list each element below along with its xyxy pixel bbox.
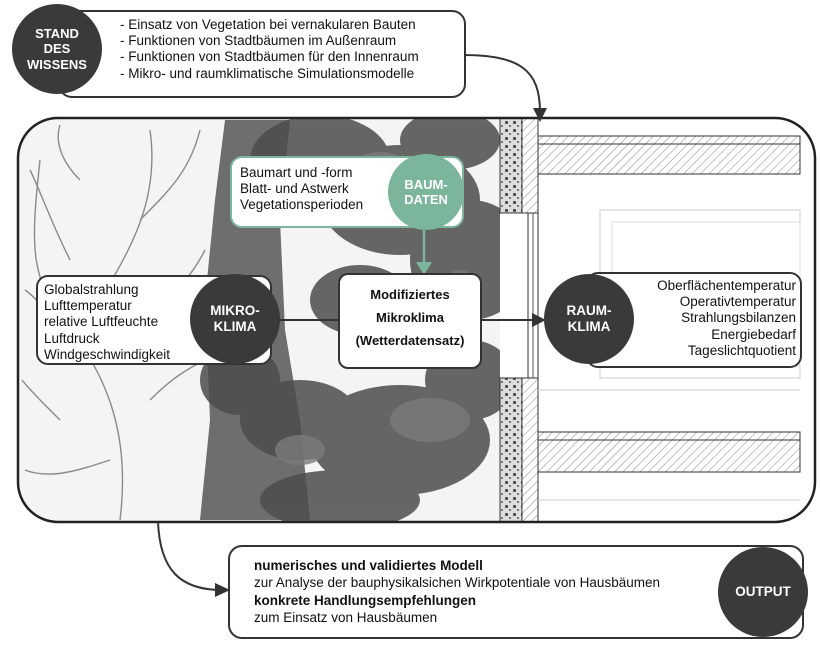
baumdaten-item: Baumart und -form bbox=[240, 165, 353, 180]
stand-item: - Funktionen von Stadtbäumen für den Inn… bbox=[120, 49, 419, 65]
mikroklima-item: Luftdruck bbox=[44, 330, 100, 346]
stand-item: - Funktionen von Stadtbäumen im Außenrau… bbox=[120, 33, 397, 49]
baumdaten-circle: BAUM- DATEN bbox=[388, 154, 464, 230]
panel-to-output-line bbox=[157, 521, 223, 591]
raumklima-item: Operativtemperatur bbox=[679, 294, 796, 310]
panel-frame bbox=[16, 116, 817, 524]
stand-arrow-line bbox=[461, 54, 541, 113]
connectors bbox=[157, 54, 541, 591]
output-line-4: zum Einsatz von Hausbäumen bbox=[254, 609, 438, 625]
mikroklima-item: relative Luftfeuchte bbox=[44, 314, 159, 330]
mod-line: Mikroklima bbox=[376, 309, 444, 325]
baumdaten-item: Blatt- und Astwerk bbox=[240, 181, 349, 197]
raumklima-items: Oberflächentemperatur Operativtemperatur… bbox=[620, 278, 796, 359]
stand-des-wissens-box bbox=[58, 10, 466, 98]
output-arrowhead bbox=[215, 583, 230, 597]
output-line-1: numerisches und validiertes Modell bbox=[254, 558, 483, 573]
output-line-3: konkrete Handlungsempfehlungen bbox=[254, 592, 477, 608]
raumklima-circle: RAUM- KLIMA bbox=[544, 274, 634, 364]
mikroklima-item: Globalstrahlung bbox=[44, 282, 139, 297]
mod-line: (Wetterdatensatz) bbox=[355, 332, 465, 348]
raumklima-item: Oberflächentemperatur bbox=[657, 278, 796, 293]
output-box bbox=[228, 545, 804, 639]
modifiziertes-mikroklima-box bbox=[338, 273, 482, 369]
mikroklima-item: Lufttemperatur bbox=[44, 298, 132, 314]
stand-des-wissens-circle: STAND DES WISSENS bbox=[12, 4, 102, 94]
mikroklima-item: Windgeschwindigkeit bbox=[44, 346, 171, 362]
raumklima-item: Strahlungsbilanzen bbox=[681, 310, 796, 326]
stand-item: - Mikro- und raumklimatische Simulations… bbox=[120, 65, 415, 81]
mod-line: Modifiziertes bbox=[370, 287, 450, 302]
output-text: numerisches und validiertes Modell zur A… bbox=[254, 557, 660, 626]
stand-arrowhead bbox=[533, 108, 547, 122]
raum-arrowhead bbox=[532, 313, 546, 327]
raumklima-item: Energiebedarf bbox=[711, 326, 796, 342]
stand-item: - Einsatz von Vegetation bei vernakulare… bbox=[120, 17, 416, 32]
baumdaten-items: Baumart und -form Blatt- und Astwerk Veg… bbox=[240, 165, 363, 214]
stand-items: - Einsatz von Vegetation bei vernakulare… bbox=[120, 17, 419, 82]
output-circle: OUTPUT bbox=[718, 547, 808, 637]
baumdaten-item: Vegetationsperioden bbox=[240, 197, 364, 213]
mikroklima-circle: MIKRO- KLIMA bbox=[190, 274, 280, 364]
mikroklima-items: Globalstrahlung Lufttemperatur relative … bbox=[44, 282, 170, 363]
output-line-2: zur Analyse der bauphysikalsichen Wirkpo… bbox=[254, 575, 660, 591]
raumklima-item: Tageslichtquotient bbox=[687, 342, 796, 358]
baumdaten-arrowhead bbox=[416, 262, 432, 275]
modifiziertes-mikroklima-text: Modifiziertes Mikroklima (Wetterdatensat… bbox=[338, 284, 482, 352]
